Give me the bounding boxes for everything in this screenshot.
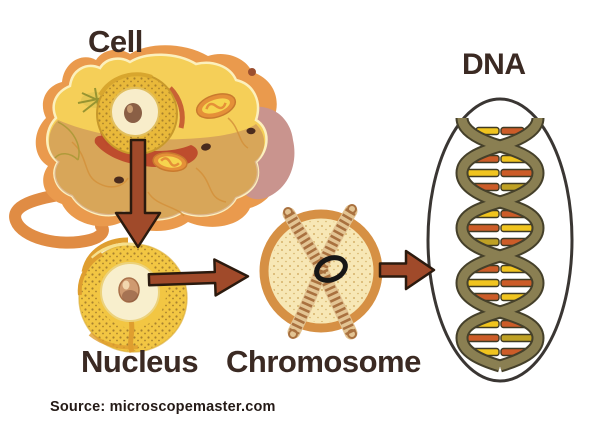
nucleus-in-cell [96, 72, 178, 155]
arrow-chromosome-to-dna [378, 249, 436, 291]
mitochondrion-icon [195, 93, 237, 119]
source-credit: Source: microscopemaster.com [50, 399, 276, 415]
cell-illustration [9, 45, 295, 249]
cell-label: Cell [88, 24, 143, 59]
dna-helix-strands [455, 116, 545, 373]
cell-pseudopod [9, 187, 109, 249]
dna-illustration [426, 97, 574, 383]
arrow-nucleus-to-chromosome [147, 258, 250, 297]
mitochondrion-icon [152, 152, 188, 172]
dna-label: DNA [462, 48, 526, 81]
chromosome-illustration [259, 204, 383, 340]
nucleus-label: Nucleus [81, 344, 199, 379]
chromosome-label: Chromosome [226, 344, 421, 379]
arrow-cell-to-nucleus [114, 138, 162, 249]
dna-oval-outline [426, 97, 574, 383]
nucleus-illustration [77, 237, 188, 353]
chromosome-highlight-oval [314, 255, 348, 283]
